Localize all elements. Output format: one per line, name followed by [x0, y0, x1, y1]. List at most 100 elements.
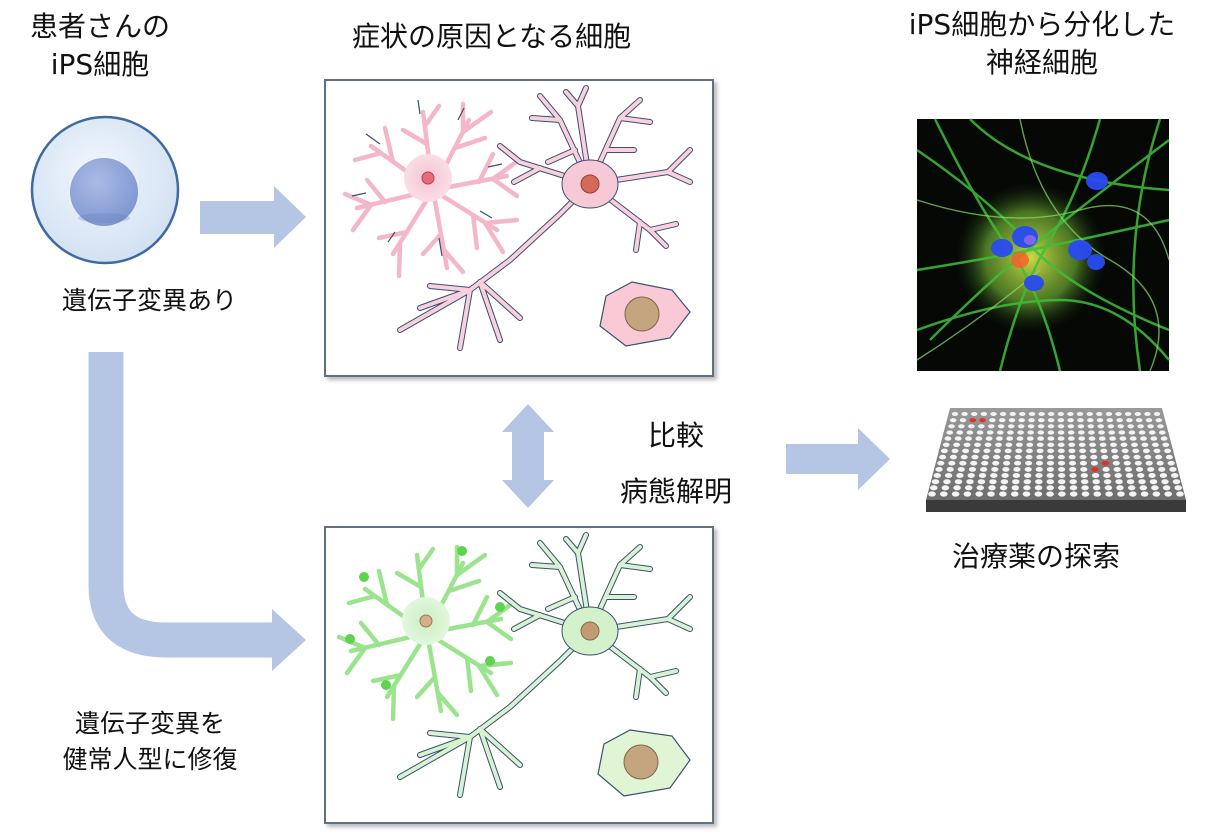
well	[1026, 436, 1034, 441]
well	[1012, 473, 1021, 478]
well	[953, 442, 961, 448]
well	[941, 485, 950, 491]
well	[990, 412, 997, 416]
neurons-title-line2: 神経細胞	[985, 46, 1098, 79]
well	[1153, 448, 1161, 454]
well	[1067, 418, 1074, 423]
well	[1046, 479, 1055, 485]
well	[1068, 436, 1075, 441]
well	[1007, 430, 1014, 435]
well	[928, 491, 936, 497]
well	[979, 466, 988, 472]
well	[1080, 473, 1088, 478]
well	[1080, 479, 1089, 485]
well	[999, 412, 1007, 416]
well	[976, 430, 984, 435]
well	[1011, 485, 1020, 491]
well	[1103, 473, 1111, 478]
well	[1024, 473, 1032, 478]
neurons-title-line1: iPS細胞から分化した	[908, 8, 1176, 41]
well	[982, 454, 990, 460]
well	[1164, 448, 1172, 454]
well	[1135, 418, 1143, 423]
well	[1092, 485, 1101, 491]
well	[975, 491, 983, 497]
well	[1102, 466, 1110, 472]
well	[953, 485, 961, 491]
diseased-astrocyte	[345, 99, 519, 276]
well	[1057, 424, 1065, 429]
well	[1176, 491, 1184, 497]
well	[944, 473, 953, 478]
well-plate-wells	[928, 412, 1184, 497]
well	[1078, 436, 1086, 441]
well	[1057, 418, 1065, 423]
well	[1047, 448, 1055, 454]
well	[1150, 436, 1158, 441]
well	[930, 485, 938, 491]
well	[1108, 430, 1116, 435]
diseased-cells-title: 症状の原因となる細胞	[352, 20, 632, 53]
well	[951, 448, 959, 454]
well	[1104, 485, 1113, 491]
well	[943, 479, 951, 485]
well	[1113, 466, 1121, 472]
well	[1139, 485, 1148, 491]
well	[1047, 418, 1055, 423]
well	[988, 424, 995, 429]
patient-ips-label-line2: iPS細胞	[50, 48, 150, 81]
well	[1145, 460, 1153, 466]
well	[963, 491, 972, 497]
well	[1018, 418, 1025, 423]
well	[999, 485, 1008, 491]
well	[966, 430, 974, 435]
well	[1023, 485, 1031, 491]
well	[1076, 412, 1084, 416]
well	[960, 454, 968, 460]
repaired-label: 遺伝子変異を 健常人型に修復	[40, 706, 260, 778]
well	[1037, 436, 1044, 441]
well	[1088, 436, 1096, 441]
well	[977, 479, 986, 485]
comparison-label-line2: 病態解明	[619, 475, 732, 508]
well	[984, 442, 992, 448]
well	[1116, 485, 1124, 491]
well	[1058, 485, 1066, 491]
well	[1069, 466, 1077, 472]
well	[1128, 430, 1136, 435]
well	[942, 442, 950, 448]
well	[991, 466, 999, 472]
arrow-to-screening	[786, 428, 890, 490]
mutation-present-label: 遺伝子変異あり	[62, 286, 238, 315]
well	[946, 466, 954, 472]
well	[1015, 448, 1023, 454]
well	[1116, 418, 1123, 423]
well	[1057, 448, 1065, 454]
well	[1000, 479, 1009, 485]
well	[1046, 485, 1054, 491]
well	[1037, 424, 1045, 429]
well	[1068, 442, 1076, 448]
well	[1158, 466, 1166, 472]
well	[1068, 448, 1076, 454]
healthy-somatic-cell	[597, 729, 691, 797]
well	[1167, 460, 1175, 466]
well	[997, 424, 1005, 429]
well	[1123, 460, 1131, 466]
well	[995, 442, 1002, 448]
well	[1147, 466, 1155, 472]
well	[976, 485, 985, 491]
well	[983, 448, 991, 454]
well	[1023, 479, 1032, 485]
well	[1067, 412, 1074, 416]
well	[1109, 436, 1116, 441]
well	[1127, 485, 1136, 491]
well	[1069, 479, 1077, 485]
well	[1017, 430, 1024, 435]
well	[1037, 430, 1045, 435]
well	[1092, 479, 1100, 485]
well	[1171, 473, 1179, 478]
well	[1105, 491, 1113, 497]
well	[1079, 460, 1087, 466]
